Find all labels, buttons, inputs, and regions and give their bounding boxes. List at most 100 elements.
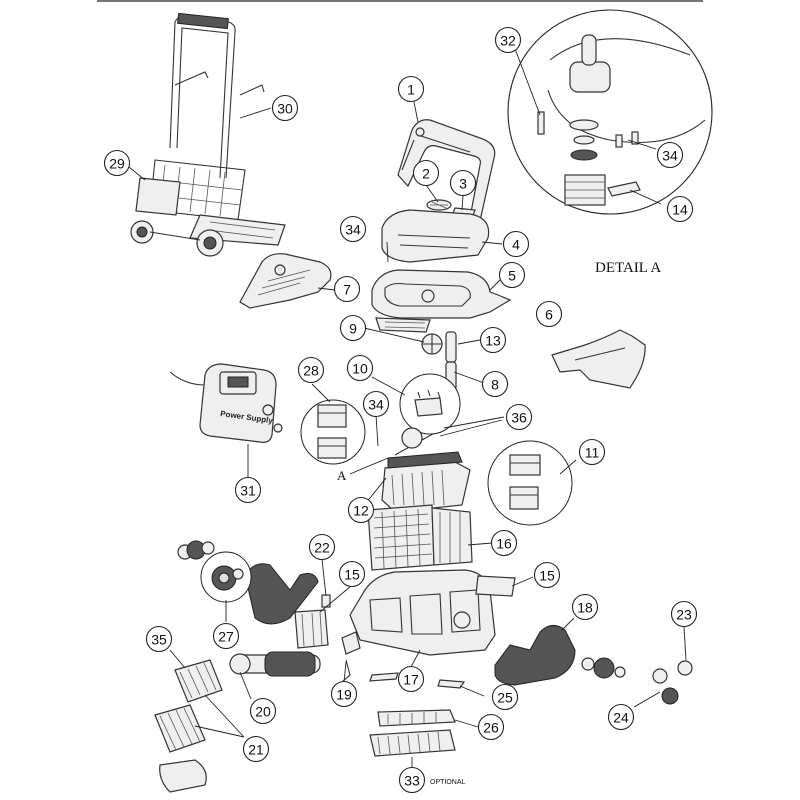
callout-33: 33 (398, 766, 426, 794)
callout-circle (397, 665, 425, 693)
callout-number: 9 (349, 321, 357, 337)
callout-number: 15 (344, 567, 360, 583)
callout-number: 18 (577, 600, 593, 616)
callout-number: 26 (483, 720, 499, 736)
callout-number: 34 (662, 148, 678, 164)
callout-circle (297, 356, 325, 384)
callout-28: 28 (297, 356, 325, 384)
callout-circle (494, 26, 522, 54)
callout-1: 1 (397, 75, 425, 103)
callout-number: 34 (345, 222, 361, 238)
callout-34c: 34 (656, 141, 684, 169)
callout-circle (666, 195, 694, 223)
callout-16: 16 (490, 529, 518, 557)
drive-track-right (494, 625, 576, 686)
propeller (421, 333, 443, 355)
callout-circle (656, 141, 684, 169)
callout-circle (347, 496, 375, 524)
brush-axle (229, 651, 321, 677)
callout-number: 12 (353, 503, 369, 519)
callout-circle (578, 438, 606, 466)
callout-number: 17 (403, 672, 419, 688)
callout-18: 18 (571, 593, 599, 621)
body-housing (371, 269, 512, 333)
callout-number: 16 (496, 536, 512, 552)
callout-35: 35 (145, 625, 173, 653)
callout-circle (412, 159, 440, 187)
motor-bracket-detail (399, 373, 461, 435)
callout-circle (242, 735, 270, 763)
filter-caps-detail (487, 440, 573, 526)
callout-23: 23 (670, 600, 698, 628)
callout-22: 22 (308, 533, 336, 561)
callout-32: 32 (494, 26, 522, 54)
callout-circle (491, 683, 519, 711)
callout-circle (249, 697, 277, 725)
filter-panels (367, 504, 473, 571)
callout-circle (535, 300, 563, 328)
callout-circle (490, 529, 518, 557)
callout-31: 31 (234, 476, 262, 504)
callout-number: 20 (255, 704, 271, 720)
callout-circle (145, 625, 173, 653)
callout-number: 36 (511, 410, 527, 426)
callout-number: 3 (459, 176, 467, 192)
callout-number: 14 (672, 202, 688, 218)
callout-circle (533, 561, 561, 589)
callout-number: 34 (368, 397, 384, 413)
callout-20: 20 (249, 697, 277, 725)
callout-number: 1 (407, 82, 415, 98)
callout-number: 21 (248, 742, 264, 758)
callout-number: 31 (240, 483, 256, 499)
callout-30: 30 (271, 94, 299, 122)
base-chassis (341, 569, 496, 656)
callout-circle (333, 275, 361, 303)
callout-circle (607, 703, 635, 731)
callout-3: 3 (449, 169, 477, 197)
callout-circle (362, 390, 390, 418)
intake-flap-left (294, 609, 329, 649)
side-panel-left (239, 253, 332, 309)
callout-19: 19 (330, 680, 358, 708)
callout-circle (502, 230, 530, 258)
callout-circle (339, 314, 367, 342)
brush-roller (154, 659, 223, 793)
callout-number: 23 (676, 607, 692, 623)
top-cover (381, 209, 490, 263)
callout-36: 36 (505, 403, 533, 431)
side-panel-right (551, 329, 646, 389)
callout-number: 25 (497, 690, 513, 706)
callout-26: 26 (477, 713, 505, 741)
callout-circle (477, 713, 505, 741)
callout-number: 4 (512, 237, 520, 253)
callout-4: 4 (502, 230, 530, 258)
callout-number: 24 (613, 710, 629, 726)
callout-34b: 34 (362, 390, 390, 418)
callout-number: 8 (491, 377, 499, 393)
top-handle (397, 119, 496, 231)
callout-number: 7 (343, 282, 351, 298)
callout-circle (449, 169, 477, 197)
callout-12: 12 (347, 496, 375, 524)
callout-9: 9 (339, 314, 367, 342)
callout-number: 2 (422, 166, 430, 182)
optional-label: OPTIONAL (430, 779, 466, 786)
callout-circle (346, 354, 374, 382)
callout-number: 15 (539, 568, 555, 584)
callout-15b: 15 (533, 561, 561, 589)
callout-13: 13 (479, 326, 507, 354)
intake-flap-right (475, 575, 516, 597)
caddy-cart (130, 12, 286, 257)
filter-cartridge-detail (300, 399, 366, 465)
callout-25: 25 (491, 683, 519, 711)
callout-number: 5 (508, 268, 516, 284)
callout-circle (479, 326, 507, 354)
impeller-grille (426, 199, 452, 211)
callout-number: 11 (585, 445, 600, 461)
callout-number: 35 (151, 632, 167, 648)
drive-track-left (244, 563, 331, 625)
callout-21: 21 (242, 735, 270, 763)
wheel-gear-left (177, 540, 252, 603)
callout-29: 29 (103, 149, 131, 177)
